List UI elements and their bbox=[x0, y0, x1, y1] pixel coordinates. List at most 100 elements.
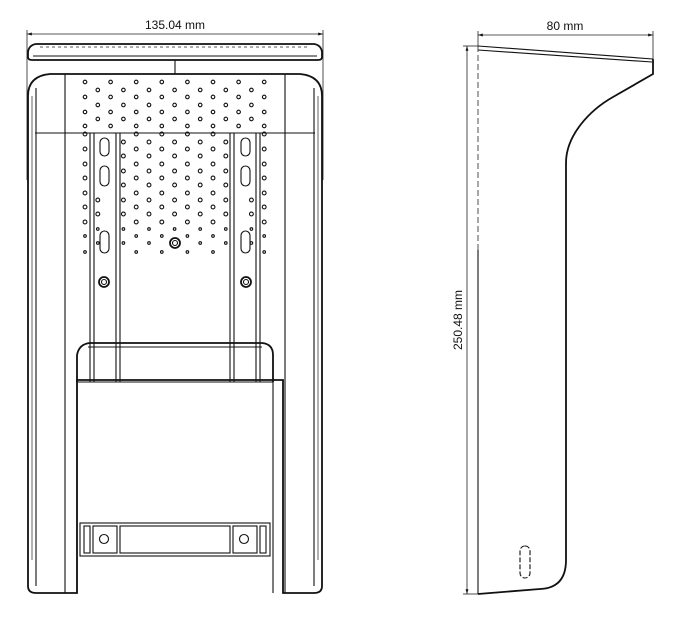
vent-hole bbox=[146, 182, 152, 188]
vent-hole bbox=[223, 139, 229, 145]
vent-hole bbox=[133, 94, 139, 100]
vent-hole bbox=[159, 234, 164, 238]
vent-hole bbox=[82, 204, 88, 210]
vent-hole bbox=[82, 94, 88, 100]
vent-hole bbox=[172, 182, 178, 188]
vent-hole bbox=[121, 227, 126, 231]
front-view: 135.04 mm bbox=[26, 18, 324, 594]
vent-hole bbox=[146, 168, 152, 174]
vent-hole bbox=[249, 87, 254, 93]
vent-hole bbox=[197, 116, 203, 122]
vent-hole bbox=[184, 146, 190, 152]
vent-hole bbox=[223, 197, 229, 203]
vent-hole bbox=[223, 182, 229, 188]
vent-hole bbox=[133, 161, 139, 167]
vent-hole bbox=[236, 123, 241, 129]
vent-hole bbox=[261, 109, 267, 115]
vent-hole bbox=[184, 190, 190, 196]
vent-hole bbox=[95, 116, 101, 122]
vent-hole bbox=[210, 190, 216, 196]
top-cap bbox=[27, 43, 323, 74]
vent-hole bbox=[236, 94, 241, 100]
vent-hole bbox=[108, 79, 113, 85]
vent-hole bbox=[120, 139, 126, 145]
vent-hole bbox=[133, 123, 139, 129]
keyhole-slots bbox=[99, 137, 251, 254]
vent-hole bbox=[210, 219, 216, 225]
depth-label: 80 mm bbox=[547, 19, 584, 33]
keyhole-slot bbox=[240, 137, 251, 157]
vent-hole bbox=[261, 175, 267, 181]
vent-hole bbox=[185, 234, 190, 238]
vent-hole bbox=[82, 219, 88, 225]
side-view: 80 mm 250.48 mm bbox=[451, 19, 654, 595]
mounting-slot bbox=[519, 545, 531, 579]
vent-hole bbox=[172, 197, 178, 203]
vent-hole bbox=[223, 211, 229, 217]
keyhole-slot bbox=[240, 165, 251, 187]
vent-hole bbox=[223, 168, 229, 174]
vent-hole bbox=[197, 197, 203, 203]
vent-hole bbox=[82, 79, 88, 85]
vent-hole bbox=[159, 175, 165, 181]
vent-hole bbox=[121, 116, 126, 122]
vent-hole bbox=[146, 116, 152, 122]
vent-hole bbox=[185, 109, 190, 115]
vent-hole bbox=[210, 146, 216, 152]
vent-hole bbox=[210, 79, 216, 85]
vent-hole bbox=[172, 153, 178, 159]
vent-hole bbox=[261, 190, 267, 196]
vent-hole bbox=[83, 234, 87, 238]
vent-hole bbox=[184, 219, 190, 225]
keyhole-slot bbox=[99, 165, 110, 187]
vent-hole bbox=[108, 109, 113, 115]
vent-hole bbox=[120, 211, 126, 217]
vent-hole bbox=[261, 123, 267, 129]
vent-hole bbox=[159, 250, 164, 254]
vent-hole bbox=[249, 102, 254, 108]
vent-hole bbox=[211, 250, 215, 254]
vent-hole bbox=[223, 227, 228, 231]
width-label: 135.04 mm bbox=[145, 18, 205, 32]
vent-hole bbox=[134, 250, 139, 254]
width-dimension: 135.04 mm bbox=[26, 18, 324, 180]
vent-hole bbox=[95, 241, 100, 245]
vent-hole bbox=[82, 146, 88, 152]
vent-hole bbox=[134, 234, 139, 238]
vent-hole bbox=[261, 161, 267, 167]
vent-hole bbox=[120, 197, 126, 203]
vent-hole bbox=[159, 131, 165, 137]
vent-hole bbox=[172, 102, 177, 108]
height-dimension: 250.48 mm bbox=[451, 45, 478, 595]
vent-hole bbox=[82, 161, 88, 167]
vent-hole bbox=[198, 227, 203, 231]
vent-hole bbox=[146, 87, 152, 93]
mounting-rails bbox=[89, 133, 261, 382]
vent-hole bbox=[108, 94, 113, 100]
vent-hole bbox=[184, 131, 190, 137]
vent-hole bbox=[184, 204, 190, 210]
vent-hole bbox=[133, 204, 139, 210]
vent-hole bbox=[172, 116, 177, 122]
vent-hole bbox=[197, 153, 203, 159]
vent-hole bbox=[121, 87, 126, 93]
vent-hole bbox=[159, 204, 165, 210]
bottom-strip bbox=[79, 522, 271, 557]
vent-hole bbox=[133, 109, 139, 115]
vent-hole bbox=[159, 219, 165, 225]
vent-hole bbox=[159, 123, 165, 129]
vent-hole bbox=[95, 87, 101, 93]
vent-hole bbox=[210, 109, 216, 115]
vent-hole bbox=[223, 153, 229, 159]
vent-hole bbox=[185, 250, 190, 254]
vent-hole bbox=[197, 211, 203, 217]
vent-hole bbox=[120, 182, 126, 188]
vent-hole bbox=[159, 161, 165, 167]
vent-hole bbox=[121, 241, 126, 245]
vent-hole bbox=[108, 123, 113, 129]
vent-hole bbox=[261, 131, 267, 137]
vent-hole bbox=[210, 131, 216, 137]
vent-hole bbox=[197, 102, 203, 108]
vent-hole bbox=[147, 241, 151, 245]
